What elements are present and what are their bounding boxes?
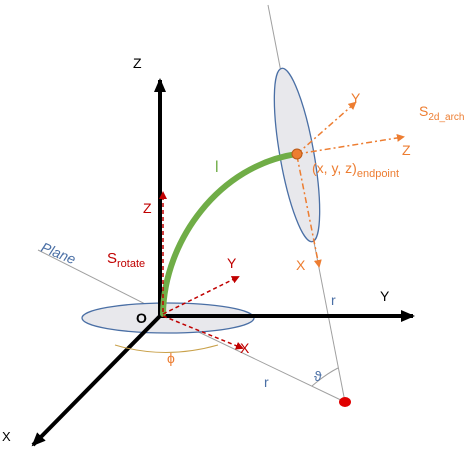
rotate-x-arrow (162, 315, 244, 350)
arch-z-label: Z (402, 142, 411, 158)
z-axis-label: Z (133, 55, 142, 71)
phi-label: ϕ (167, 350, 175, 366)
plane-guide-line (37, 249, 164, 314)
s-arch-label: S2d_arch (419, 103, 464, 123)
r-upper-label: r (331, 292, 336, 308)
x-axis (31, 314, 162, 447)
x-axis-label: X (2, 429, 11, 444)
y-axis-label: Y (380, 288, 390, 304)
theta-label: ϑ (314, 368, 322, 384)
rotate-y-label: Y (227, 255, 237, 271)
theta-angle-arc (311, 367, 339, 387)
arch-z-arrow (296, 134, 405, 155)
plane-label: Plane (39, 239, 78, 267)
base-point-dot (339, 397, 351, 407)
origin-label: O (136, 310, 147, 326)
arch-y-label: Y (351, 90, 361, 106)
rotate-z-label: Z (143, 200, 152, 216)
arc-length-label: l (215, 159, 219, 176)
arch-y-arrow (296, 101, 357, 155)
s-rotate-label: Srotate (107, 250, 145, 270)
rotate-x-label: X (240, 340, 250, 356)
arc-curve (160, 151, 300, 317)
phi-angle-arc (114, 344, 219, 353)
endpoint-label: (x, y, z)endpoint (312, 160, 399, 180)
r-lower-label: r (264, 374, 269, 390)
endpoint-dot (291, 148, 303, 160)
arch-x-arrow (296, 155, 322, 268)
arch-x-label: X (296, 257, 306, 273)
